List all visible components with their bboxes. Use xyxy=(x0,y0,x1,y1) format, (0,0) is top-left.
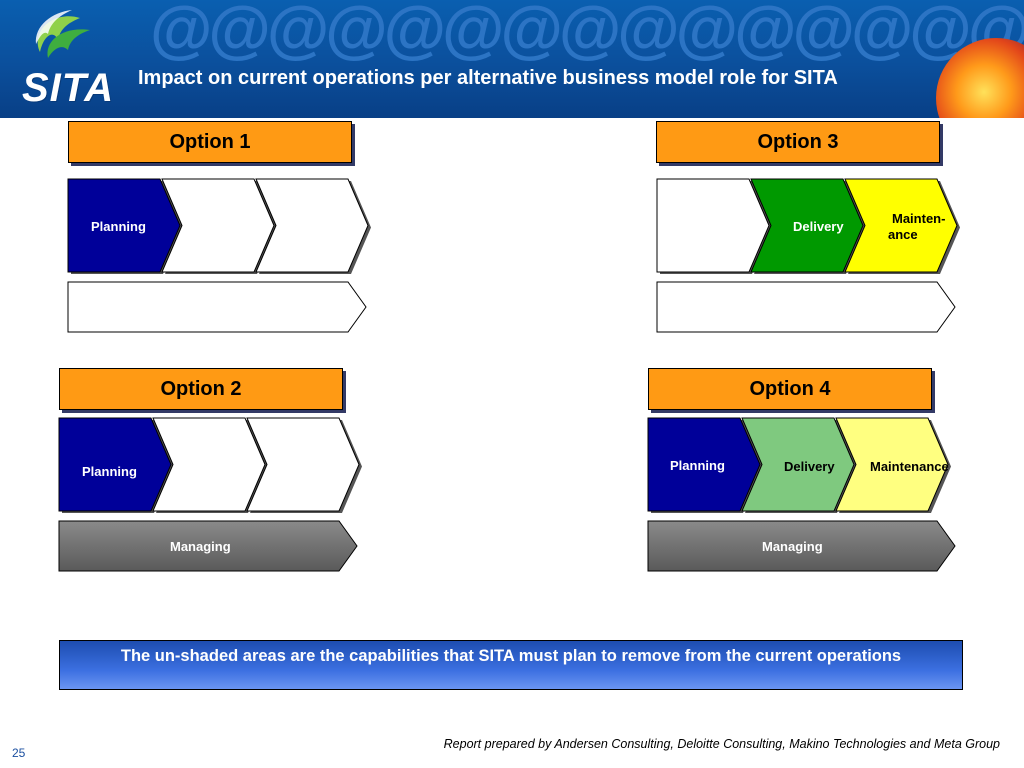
option-2-chevron-3 xyxy=(246,417,360,512)
option-1-chevron-1 xyxy=(67,178,181,273)
sita-logo: SITA xyxy=(0,0,120,118)
option-4-bar xyxy=(647,520,956,572)
page-number: 25 xyxy=(12,746,26,760)
footer-credit: Report prepared by Andersen Consulting, … xyxy=(443,737,1000,751)
option-4-managing-label: Managing xyxy=(762,539,823,554)
option-3-maintenance-label: Mainten- ance xyxy=(888,211,946,242)
option-3-chevron-1 xyxy=(656,178,770,273)
option-4-chevron-1 xyxy=(647,417,761,512)
option-2-managing-label: Managing xyxy=(170,539,231,554)
option-4-maintenance-label: Maintenance xyxy=(870,459,949,474)
option-4-delivery-label: Delivery xyxy=(784,459,835,474)
option-2-planning-label: Planning xyxy=(82,464,137,479)
option-3-chevron-3 xyxy=(844,178,958,273)
option-2-bar xyxy=(58,520,358,572)
option-1-bar xyxy=(67,281,367,333)
option-4-chevron-2 xyxy=(741,417,855,512)
option-3-bar xyxy=(656,281,956,333)
option-1-chevron-3 xyxy=(255,178,369,273)
logo-text: SITA xyxy=(22,66,115,110)
option-3-header: Option 3 xyxy=(656,121,940,163)
logo-swirl-icon xyxy=(35,10,90,58)
option-4-chevron-3 xyxy=(835,417,949,512)
at-pattern: @@@@@@@@@@@@@@@@@@@@ xyxy=(150,0,1024,65)
option-1-chevron-2 xyxy=(161,178,275,273)
option-2-chevron-1 xyxy=(58,417,172,512)
option-3-chevron-2 xyxy=(750,178,864,273)
note-box: The un-shaded areas are the capabilities… xyxy=(59,640,963,690)
option-2-header: Option 2 xyxy=(59,368,343,410)
header-banner: @@@@@@@@@@@@@@@@@@@@ SITA Impact on curr… xyxy=(0,0,1024,118)
option-1-planning-label: Planning xyxy=(91,219,146,234)
option-3-delivery-label: Delivery xyxy=(793,219,844,234)
option-2-chevron-2 xyxy=(152,417,266,512)
option-1-header: Option 1 xyxy=(68,121,352,163)
option-4-header: Option 4 xyxy=(648,368,932,410)
page-title: Impact on current operations per alterna… xyxy=(138,67,838,89)
option-4-planning-label: Planning xyxy=(670,458,725,473)
